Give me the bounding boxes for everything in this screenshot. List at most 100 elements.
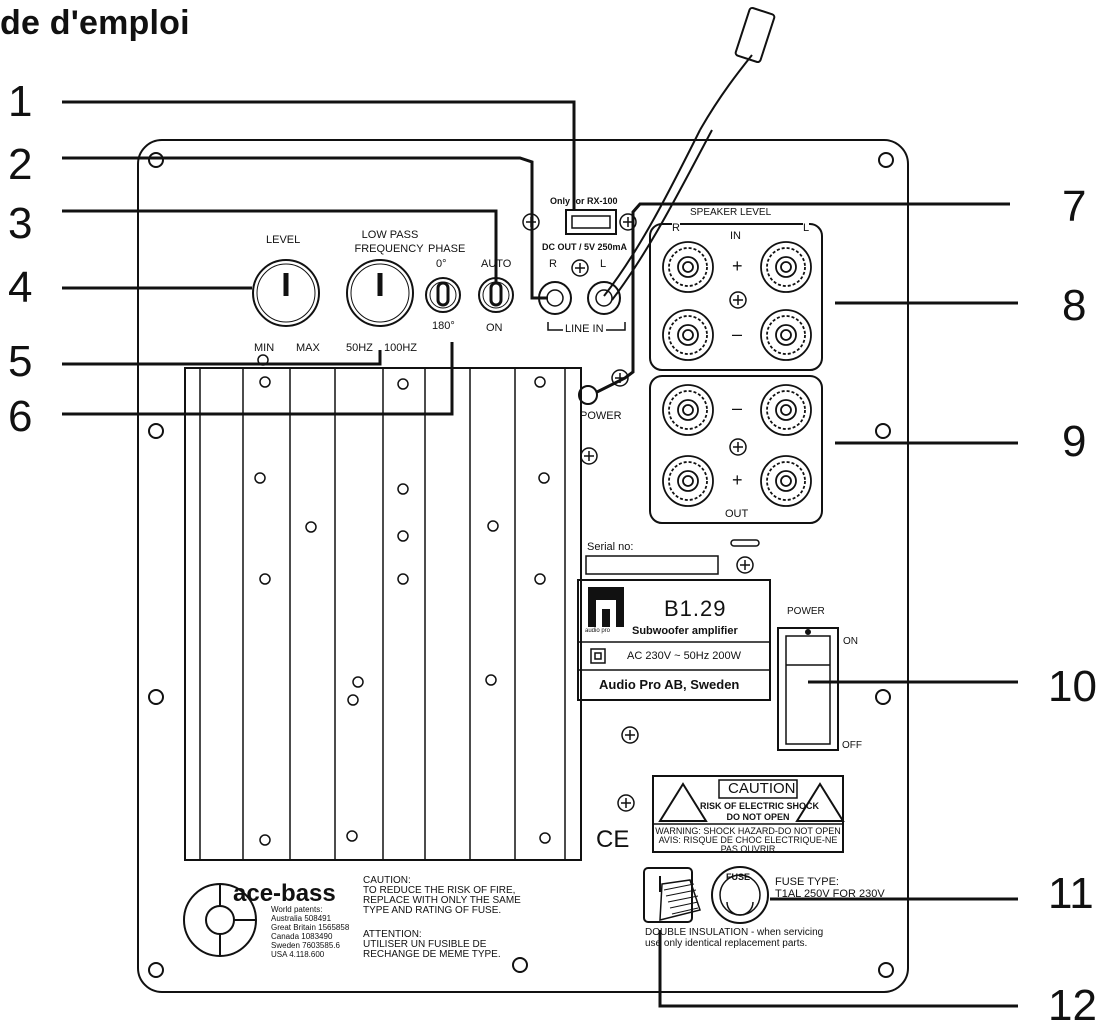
callout-6: 6 (8, 392, 33, 441)
patents-block: World patents: Australia 508491 Great Br… (271, 905, 349, 959)
rating-label: AC 230V ~ 50Hz 200W (627, 650, 742, 662)
speaker-level-label: SPEAKER LEVEL (690, 207, 772, 218)
caution-line-2: DO NOT OPEN (726, 812, 790, 822)
line-in-l-jack (587, 281, 621, 315)
double-insulation-line-2: use only identical replacement parts. (645, 938, 808, 949)
out-label: OUT (725, 508, 749, 520)
usb-bottom-label: DC OUT / 5V 250mA (542, 242, 628, 252)
auto-label: AUTO (481, 258, 512, 270)
heatsink (184, 354, 582, 861)
corner-hole (878, 152, 894, 168)
bottom-hole (512, 957, 528, 973)
shock-warning-icon (658, 782, 708, 822)
minus-sign-out: – (732, 398, 743, 418)
speaker-out-box (649, 375, 823, 524)
fuse-type-line-1: FUSE TYPE: (775, 876, 839, 888)
patent-line: Sweden 7603585.6 (271, 941, 340, 950)
callout-12: 12 (1048, 981, 1097, 1030)
caution-fire-line: REPLACE WITH ONLY THE SAME (363, 895, 521, 906)
power-inlet (643, 867, 693, 923)
power-switch (777, 627, 839, 751)
corner-hole (148, 962, 164, 978)
switch-on-label: ON (843, 636, 858, 647)
line-in-label: LINE IN (563, 323, 606, 335)
rca-cable (603, 6, 776, 301)
corner-hole (878, 962, 894, 978)
phase-label: PHASE (428, 243, 466, 255)
callout-11: 11 (1048, 869, 1094, 918)
switch-label: POWER (787, 606, 825, 617)
callout-8: 8 (1062, 281, 1087, 330)
patent-line: Canada 1083490 (271, 932, 333, 941)
callout-5: 5 (8, 337, 33, 386)
side-hole (148, 423, 164, 439)
panel-outline (137, 139, 909, 993)
minus-sign: – (732, 324, 743, 344)
caution-fire-line: TO REDUCE THE RISK OF FIRE, (363, 885, 516, 896)
spk-in-label: IN (730, 230, 741, 242)
patent-line: World patents: (271, 905, 323, 914)
side-hole (875, 689, 891, 705)
product-label: Subwoofer amplifier (632, 625, 738, 637)
double-insulation-line-1: DOUBLE INSULATION - when servicing (645, 927, 824, 938)
phase-0-label: 0° (436, 258, 447, 270)
usb-top-label: Only for RX-100 (550, 196, 618, 206)
line-r-label: R (549, 258, 557, 270)
level-knob (252, 259, 320, 327)
line-l-label: L (600, 258, 607, 270)
serial-box (585, 555, 719, 575)
level-max-label: MAX (296, 342, 320, 354)
caution-fire-block: CAUTION: TO REDUCE THE RISK OF FIRE, REP… (363, 876, 521, 916)
callout-10: 10 (1048, 662, 1097, 711)
spk-l-label: L (803, 222, 810, 234)
attention-block: ATTENTION: UTILISER UN FUSIBLE DE RECHAN… (363, 930, 501, 960)
patent-line: Australia 508491 (271, 914, 332, 923)
usb-port (565, 209, 617, 235)
binding-post (662, 241, 812, 507)
lowpass-label-2: FREQUENCY (354, 243, 424, 255)
brand-small-label: audio pro (585, 628, 611, 634)
caution-fire-line: TYPE AND RATING OF FUSE. (363, 905, 502, 916)
warning-line-3: PAS OUVRIR (720, 844, 776, 854)
callout-2: 2 (8, 140, 33, 189)
page-title: de d'emploi (0, 4, 190, 42)
lowpass-knob (346, 259, 414, 327)
attention-line: ATTENTION: (363, 929, 422, 940)
caution-line-1: RISK OF ELECTRIC SHOCK (700, 801, 820, 811)
fuse-type-line-2: T1AL 250V FOR 230V (775, 888, 885, 900)
callout-1: 1 (8, 77, 33, 126)
attention-line: RECHANGE DE MEME TYPE. (363, 949, 501, 960)
ace-bass-logo (183, 883, 257, 957)
plus-sign: + (732, 256, 743, 276)
power-led (578, 385, 598, 405)
switch-off-label: OFF (842, 740, 862, 751)
phase-switch (425, 277, 461, 313)
warning-line-1: WARNING: SHOCK HAZARD-DO NOT OPEN (655, 826, 841, 836)
level-min-label: MIN (254, 342, 275, 354)
leader-lines (62, 100, 1018, 1008)
callout-7: 7 (1062, 182, 1087, 231)
level-label: LEVEL (266, 234, 301, 246)
callout-9: 9 (1062, 417, 1087, 466)
caution-fire-line: CAUTION: (363, 875, 411, 886)
model-label: B1.29 (664, 596, 727, 621)
company-label: Audio Pro AB, Sweden (599, 677, 740, 692)
patent-line: USA 4.118.600 (271, 950, 325, 959)
spk-r-label: R (672, 222, 680, 234)
callout-3: 3 (8, 199, 33, 248)
phase-180-label: 180° (432, 320, 455, 332)
side-hole (875, 423, 891, 439)
lowpass-min-label: 50HZ (346, 342, 373, 354)
ce-mark: CE (596, 826, 630, 853)
caution-label (652, 775, 844, 853)
caution-title: CAUTION (728, 780, 796, 797)
side-hole (148, 689, 164, 705)
corner-hole (148, 152, 164, 168)
power-led-label: POWER (580, 410, 622, 422)
patent-line: Great Britain 1565858 (271, 923, 350, 932)
fuse-word: FUSE (726, 872, 751, 882)
ace-bass-label: ace-bass (233, 880, 336, 907)
screw (522, 213, 754, 812)
exclamation-warning-icon (795, 782, 845, 822)
